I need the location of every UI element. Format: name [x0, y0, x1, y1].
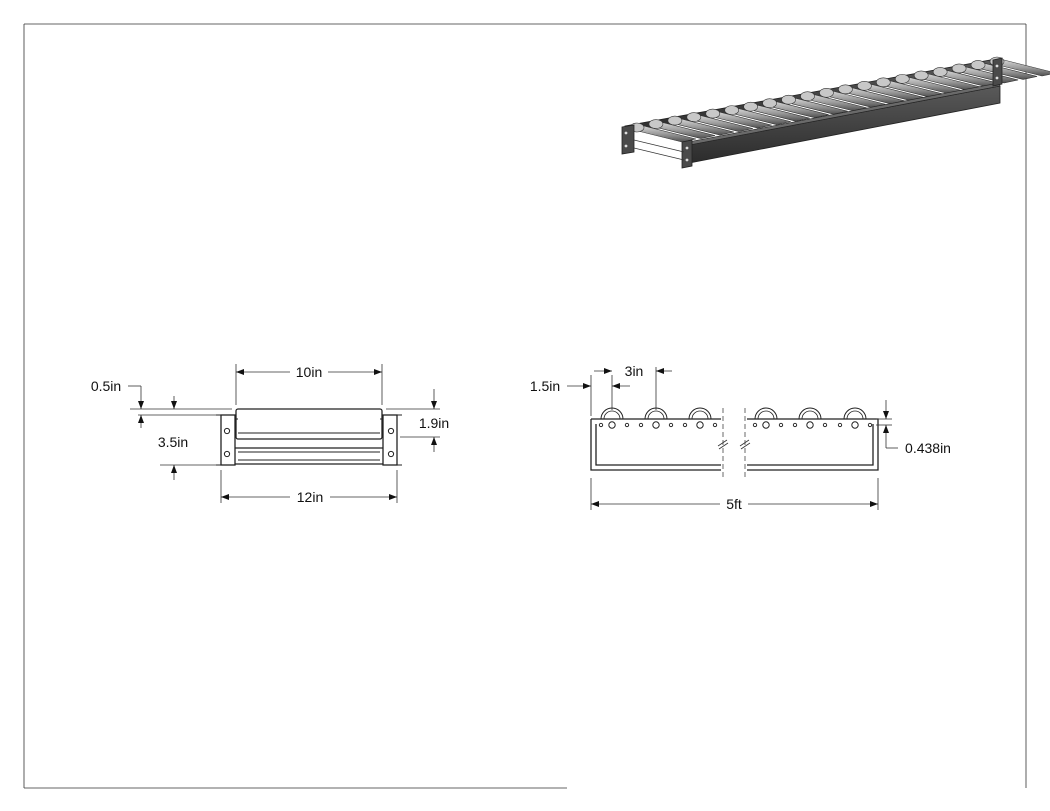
side-roller-inner: [846, 410, 864, 420]
iso-roller-end: [894, 74, 910, 84]
iso-roller-end: [686, 112, 702, 122]
side-roller-axle: [762, 421, 770, 429]
side-roller-inner: [603, 410, 621, 420]
iso-right-bracket: [992, 57, 1003, 87]
iso-left-bracket: [621, 124, 635, 155]
dim-10in-label: 10in: [296, 364, 322, 380]
dim-0-438in: 0.438in: [876, 400, 951, 456]
dim-5ft: 5ft: [590, 478, 879, 512]
side-roller-inner: [647, 410, 665, 420]
side-roller-axle: [851, 421, 859, 429]
end-view-roller: [235, 408, 383, 440]
side-frame-hole: [822, 422, 828, 428]
dim-3in-label: 3in: [625, 363, 644, 379]
iso-roller-end: [876, 77, 891, 88]
side-frame-hole: [624, 422, 630, 428]
side-frame-hole: [867, 422, 873, 428]
dim-12in: 12in: [220, 470, 398, 505]
iso-roller-end: [819, 87, 834, 98]
side-view: 1.5in 3in 0.438in: [530, 363, 951, 512]
iso-roller-end: [743, 101, 758, 112]
iso-roller-end: [857, 81, 872, 91]
side-rollers: [598, 407, 873, 429]
isometric-view: [621, 56, 1050, 169]
end-view-left-channel: [220, 414, 236, 466]
side-frame-right: [747, 418, 879, 471]
dim-12in-label: 12in: [297, 489, 323, 505]
side-roller-inner: [757, 410, 775, 420]
side-frame-hole: [778, 422, 784, 428]
side-frame-hole: [598, 422, 604, 428]
dim-0-438in-label: 0.438in: [905, 440, 951, 456]
side-roller: [754, 407, 778, 420]
side-roller-axle: [696, 421, 704, 429]
side-roller: [843, 407, 867, 420]
side-roller-axle: [806, 421, 814, 429]
iso-roller-end: [705, 108, 721, 119]
side-roller: [798, 407, 822, 420]
iso-roller-end: [781, 94, 796, 105]
side-roller-axle: [608, 421, 616, 429]
iso-roller-end: [838, 84, 853, 95]
iso-roller-end: [724, 105, 740, 115]
side-frame-hole: [638, 422, 644, 428]
dim-3-5in: 3.5in: [158, 396, 216, 480]
iso-left-front-bracket: [681, 139, 693, 169]
dim-0-5in: 0.5in: [91, 378, 232, 428]
iso-roller-end: [913, 70, 929, 81]
side-roller-inner: [801, 410, 819, 420]
iso-roller-end: [648, 119, 664, 129]
dim-1-5in-label: 1.5in: [530, 378, 560, 394]
side-roller-inner: [691, 410, 709, 420]
dim-0-5in-label: 0.5in: [91, 378, 121, 394]
end-view-right-channel: [382, 414, 398, 466]
iso-roller-end: [932, 67, 948, 77]
dim-3-5in-label: 3.5in: [158, 434, 188, 450]
dim-5ft-label: 5ft: [726, 496, 742, 512]
dim-1-9in: 1.9in: [386, 389, 449, 452]
side-frame-hole: [712, 422, 718, 428]
side-frame-hole: [668, 422, 674, 428]
side-roller-axle: [652, 421, 660, 429]
dim-3in: 3in: [594, 363, 672, 410]
side-frame-hole: [752, 422, 758, 428]
side-frame-hole: [792, 422, 798, 428]
end-view: 10in 12in 0.5in: [91, 364, 449, 505]
iso-roller-end: [951, 63, 967, 74]
dim-1-5in: 1.5in: [530, 375, 630, 416]
dim-10in: 10in: [235, 364, 383, 405]
sheet-border: [23, 23, 1027, 789]
dim-1-9in-label: 1.9in: [419, 415, 449, 431]
iso-roller-end: [667, 115, 683, 126]
iso-roller-end: [800, 91, 815, 102]
side-frame-hole: [837, 422, 843, 428]
side-frame-left: [590, 418, 721, 471]
iso-roller-end: [762, 98, 777, 108]
iso-roller-end: [970, 60, 986, 70]
side-frame-hole: [682, 422, 688, 428]
side-roller: [688, 407, 712, 420]
